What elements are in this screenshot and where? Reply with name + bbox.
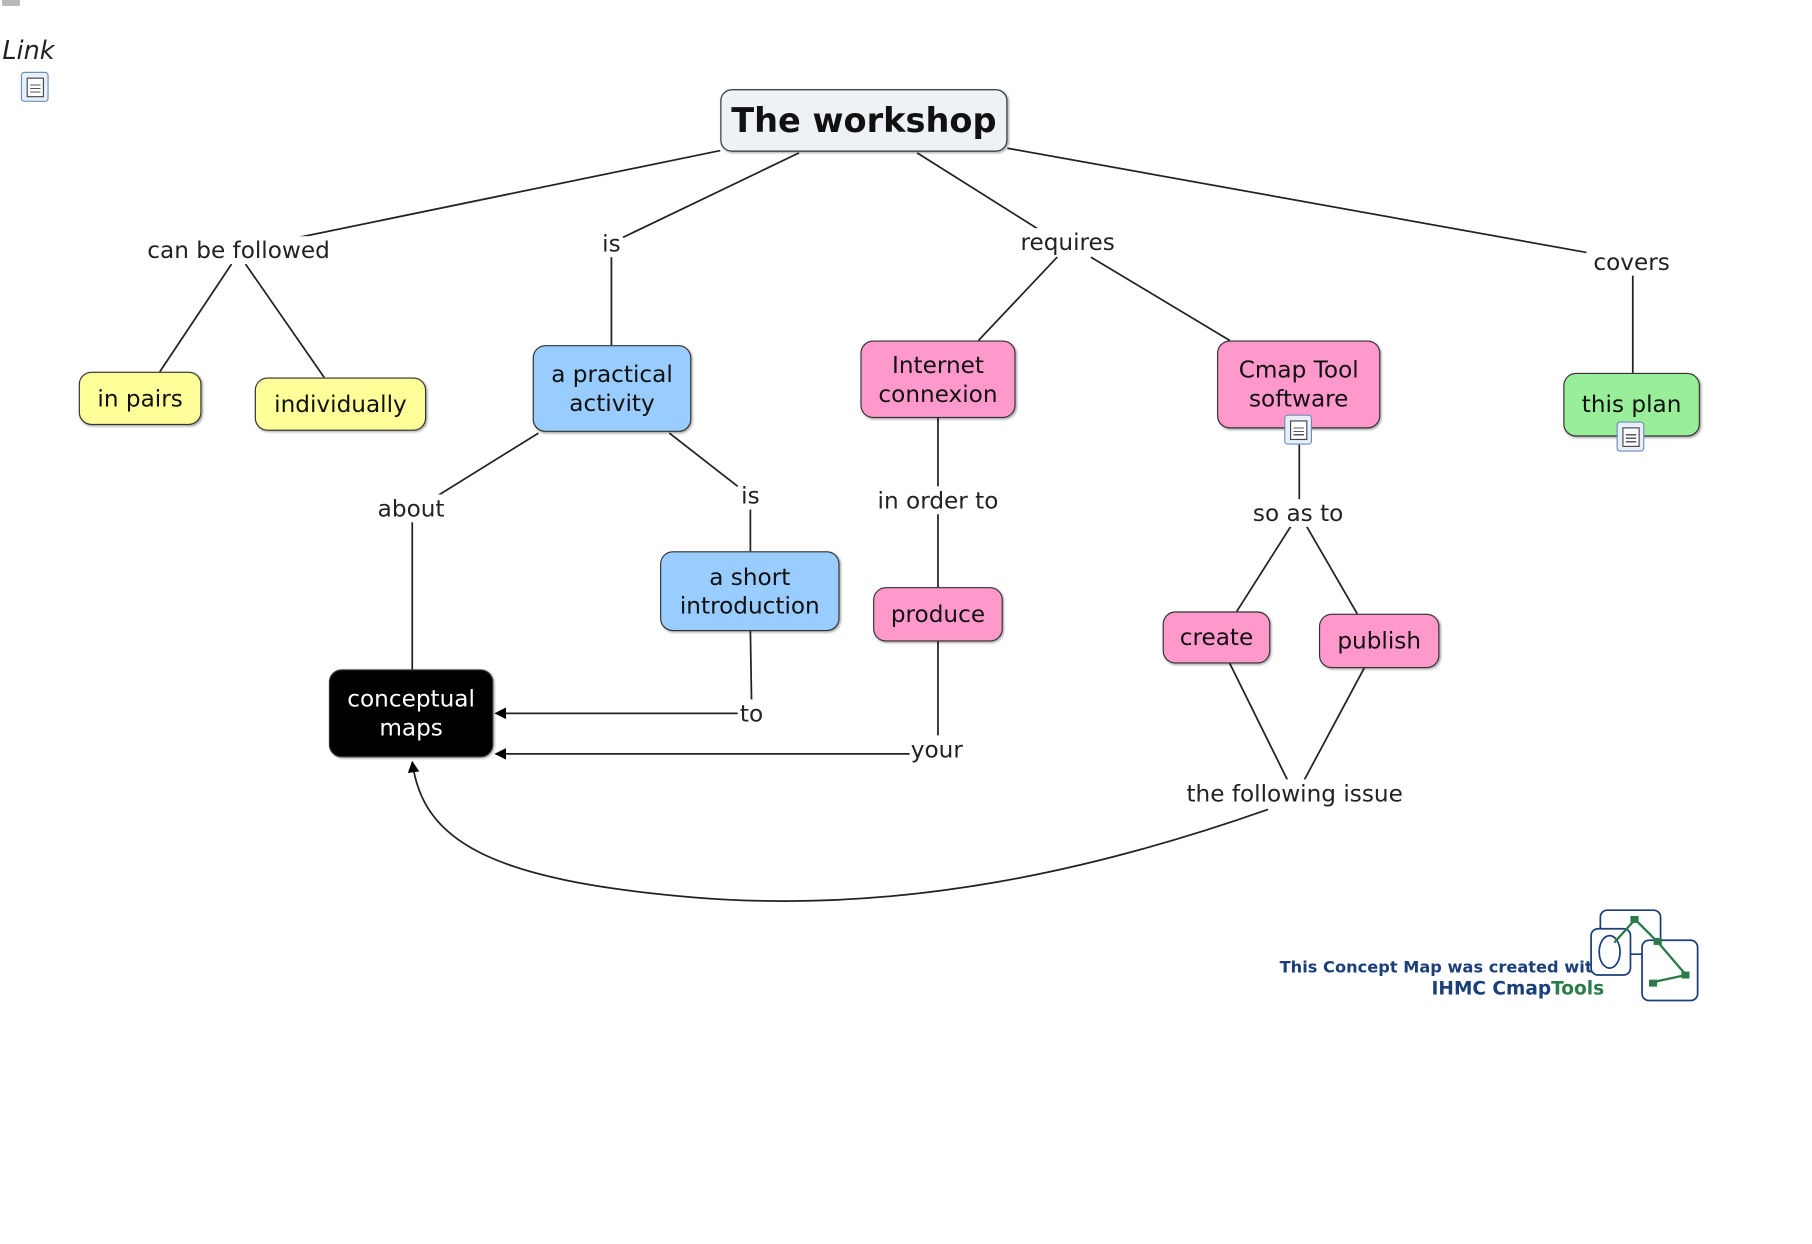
link-requires[interactable]: requires xyxy=(1019,228,1117,256)
concept-create[interactable]: create xyxy=(1162,611,1271,664)
cmaptools-logo-icon xyxy=(1590,909,1699,1002)
concept-publish[interactable]: publish xyxy=(1318,613,1440,669)
credit-tools: Tools xyxy=(1551,977,1605,1000)
credit-ihmc: IHMC Cmap xyxy=(1431,977,1552,1000)
concept-produce[interactable]: produce xyxy=(873,587,1003,642)
concept-conceptual-maps[interactable]: conceptual maps xyxy=(328,669,494,758)
cmaptools-credit: This Concept Map was created with IHMC C… xyxy=(1280,959,1605,1000)
link-can-be-followed[interactable]: can be followed xyxy=(146,236,331,265)
credit-line-2: IHMC CmapTools xyxy=(1280,977,1605,999)
link-is-practical[interactable]: is xyxy=(601,229,622,258)
credit-line-1: This Concept Map was created with xyxy=(1279,958,1605,978)
link-the-following-issue[interactable]: the following issue xyxy=(1185,779,1404,808)
link-is-short-intro[interactable]: is xyxy=(739,481,761,510)
concept-cmap-tool-software[interactable]: Cmap Tool software xyxy=(1217,340,1381,429)
link-to[interactable]: to xyxy=(738,699,765,728)
concept-individually[interactable]: individually xyxy=(254,377,427,431)
concept-in-pairs[interactable]: in pairs xyxy=(78,371,202,425)
link-so-as-to[interactable]: so as to xyxy=(1251,499,1345,527)
resource-link-icon[interactable] xyxy=(20,71,49,102)
concept-short-introduction[interactable]: a short introduction xyxy=(660,551,840,632)
link-label: Link xyxy=(2,37,55,67)
link-your[interactable]: your xyxy=(909,735,965,764)
link-in-order-to[interactable]: in order to xyxy=(876,486,1000,515)
link-about[interactable]: about xyxy=(376,494,446,523)
corner-tab xyxy=(2,0,20,6)
connection-lines xyxy=(159,147,1634,902)
cmap-tool-resource-icon[interactable] xyxy=(1284,414,1313,445)
this-plan-resource-icon[interactable] xyxy=(1616,421,1645,452)
concept-internet-connexion[interactable]: Internet connexion xyxy=(860,340,1016,419)
concept-practical-activity[interactable]: a practical activity xyxy=(532,345,692,432)
link-covers[interactable]: covers xyxy=(1592,247,1672,276)
concept-the-workshop[interactable]: The workshop xyxy=(720,89,1008,152)
